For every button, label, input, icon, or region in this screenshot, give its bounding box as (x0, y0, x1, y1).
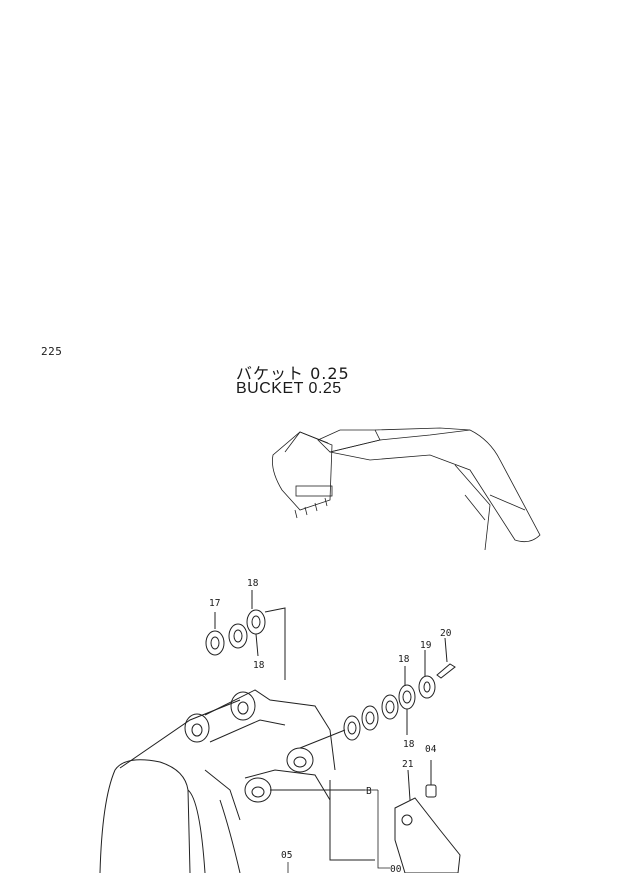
callout-17: 17 (209, 598, 220, 609)
callout-18-right-lower: 18 (403, 739, 415, 750)
side-plate-21 (394, 760, 461, 873)
bucket-assembly (99, 689, 375, 873)
callout-18-top-lower: 18 (253, 660, 265, 671)
pin-washer-group-upper (205, 590, 286, 680)
callout-18-right: 18 (398, 654, 410, 665)
callout-19: 19 (420, 640, 432, 651)
callout-00: 00 (390, 864, 402, 873)
callout-18-top: 18 (247, 578, 259, 589)
callout-b: B (366, 786, 372, 797)
callout-20: 20 (440, 628, 452, 639)
leader-lines (287, 789, 390, 873)
callout-04: 04 (425, 744, 437, 755)
callout-21: 21 (402, 759, 414, 770)
title-japanese: バケット 0.25 (236, 364, 350, 383)
page-number: 225 (41, 345, 63, 358)
callout-labels: 17 18 18 20 19 18 18 04 21 B 05 00 (209, 578, 452, 873)
callout-05: 05 (281, 850, 292, 861)
excavator-arm-illustration (272, 427, 541, 551)
pin-washer-group-right (299, 637, 456, 749)
title-english: BUCKET 0.25 (236, 380, 342, 397)
